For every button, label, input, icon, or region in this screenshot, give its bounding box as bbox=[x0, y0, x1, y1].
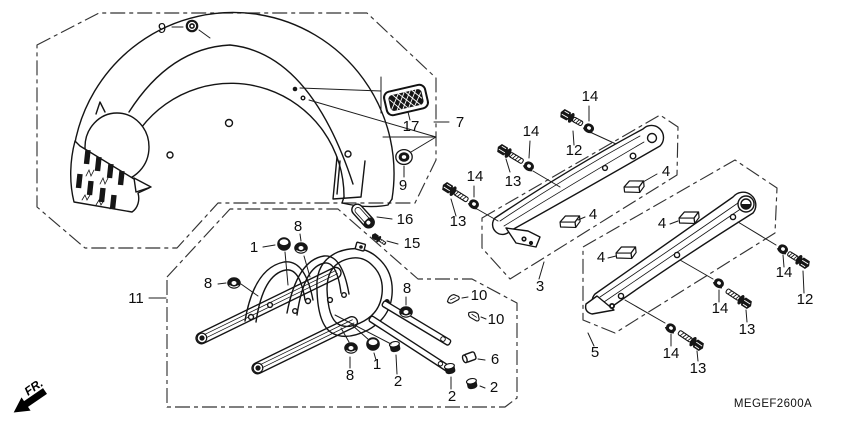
bolt-12-icon bbox=[557, 106, 586, 130]
callout-2: 2 bbox=[490, 379, 498, 396]
bolt-13-icon bbox=[675, 327, 707, 354]
callout-4: 4 bbox=[597, 249, 605, 266]
callout-6: 6 bbox=[491, 351, 499, 368]
grommet-9-side-icon bbox=[395, 148, 413, 166]
callout-1: 1 bbox=[250, 239, 258, 256]
callout-13: 13 bbox=[739, 321, 756, 338]
nut-14-icon bbox=[663, 320, 679, 336]
callout-2: 2 bbox=[394, 373, 402, 390]
clip-10-icon bbox=[445, 292, 461, 305]
callout-7: 7 bbox=[456, 114, 464, 131]
fender-stay-assembly-drawing bbox=[195, 241, 452, 375]
callout-17: 17 bbox=[403, 118, 420, 135]
sleeve-16-icon bbox=[351, 203, 375, 229]
callout-14: 14 bbox=[776, 264, 793, 281]
cap-2-icon bbox=[465, 377, 479, 391]
callout-13: 13 bbox=[450, 213, 467, 230]
callout-12: 12 bbox=[566, 142, 583, 159]
boundary-stay-assembly bbox=[166, 208, 518, 408]
nut-8-icon bbox=[293, 241, 309, 255]
callout-5: 5 bbox=[591, 344, 599, 361]
leader-lines bbox=[148, 26, 805, 390]
screw-15-icon bbox=[371, 233, 387, 246]
nut-8-icon bbox=[343, 341, 359, 355]
callout-11: 11 bbox=[128, 290, 144, 307]
nut-8-icon bbox=[226, 276, 242, 290]
callout-1: 1 bbox=[373, 356, 381, 373]
boundary-right-side-stay bbox=[582, 159, 778, 334]
side-stay-5-drawing bbox=[584, 191, 757, 315]
front-direction-indicator: FR. bbox=[13, 376, 47, 413]
callout-13: 13 bbox=[690, 360, 707, 377]
callout-4: 4 bbox=[589, 206, 597, 223]
callout-14: 14 bbox=[523, 123, 540, 140]
rear-fender-drawing bbox=[70, 11, 429, 213]
callout-8: 8 bbox=[204, 275, 212, 292]
bolt-13-icon bbox=[494, 141, 527, 167]
callout-13: 13 bbox=[505, 173, 522, 190]
callout-14: 14 bbox=[663, 345, 680, 362]
nut-14-icon bbox=[521, 158, 537, 174]
mudflap-fin bbox=[133, 177, 152, 193]
nut-14-icon bbox=[466, 196, 482, 212]
callout-labels: 9 17 7 9 16 15 11 8 1 8 8 10 10 3 6 1 8 … bbox=[128, 20, 813, 405]
nut-14-icon bbox=[711, 275, 727, 291]
mudflap-ribs bbox=[75, 149, 125, 210]
callout-10: 10 bbox=[471, 287, 488, 304]
callout-14: 14 bbox=[467, 168, 484, 185]
callout-10: 10 bbox=[488, 311, 505, 328]
reflector-17-icon bbox=[383, 83, 429, 117]
callout-9: 9 bbox=[158, 20, 166, 37]
collar-6-icon bbox=[461, 351, 477, 364]
callout-3: 3 bbox=[536, 278, 544, 295]
cap-2-icon bbox=[443, 362, 457, 376]
clip-10-icon bbox=[466, 308, 482, 324]
assembly-boundaries bbox=[36, 12, 778, 408]
callout-15: 15 bbox=[404, 235, 421, 252]
boundary-left-side-stay bbox=[481, 114, 679, 280]
callout-8: 8 bbox=[346, 367, 354, 384]
callout-8: 8 bbox=[294, 218, 302, 235]
cap-1-icon bbox=[277, 237, 291, 251]
callout-4: 4 bbox=[658, 215, 666, 232]
callout-4: 4 bbox=[662, 163, 670, 180]
callout-8: 8 bbox=[403, 280, 411, 297]
nut-8-icon bbox=[398, 305, 414, 319]
callout-14: 14 bbox=[712, 300, 729, 317]
boundary-fender bbox=[36, 12, 437, 249]
grommet-9-icon bbox=[185, 19, 199, 33]
side-stay-3-drawing bbox=[491, 124, 665, 248]
callout-16: 16 bbox=[397, 211, 414, 228]
callout-14: 14 bbox=[582, 88, 599, 105]
callout-2: 2 bbox=[448, 388, 456, 405]
diagram-code: MEGEF2600A bbox=[734, 398, 812, 410]
callout-9: 9 bbox=[399, 177, 407, 194]
callout-12: 12 bbox=[797, 291, 814, 308]
nut-14-icon bbox=[581, 120, 597, 136]
cap-2-icon bbox=[388, 340, 402, 354]
hardware-icons bbox=[185, 19, 813, 391]
